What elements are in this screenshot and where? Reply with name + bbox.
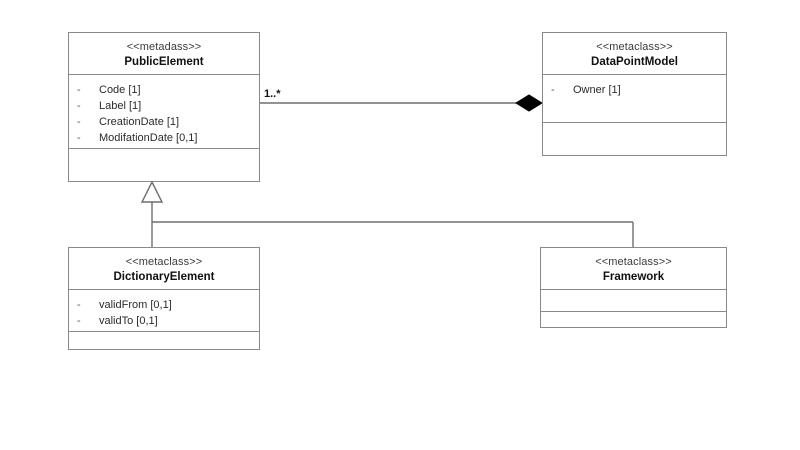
attribute-visibility: - (77, 299, 81, 311)
attribute-label: validFrom [0,1] (99, 299, 172, 311)
class-name: DataPointModel (591, 56, 678, 68)
attribute-row: - Owner [1] (543, 82, 726, 98)
attribute-label: Label [1] (99, 100, 142, 112)
class-header-data-point-model: <<metaclass>> DataPointModel (543, 33, 726, 75)
attribute-visibility: - (77, 132, 81, 144)
attribute-row: - ModifationDate [0,1] (69, 130, 259, 146)
attribute-label: ModifationDate [0,1] (99, 132, 198, 144)
class-name: Framework (602, 271, 665, 283)
class-header-public-element: <<metadass>> PublicElement (69, 33, 259, 75)
uml-class-dictionary-element[interactable]: <<metaclass>> DictionaryElement - validF… (68, 247, 260, 350)
class-operations-dictionary-element (69, 332, 259, 356)
class-attributes-data-point-model: - Owner [1] (543, 75, 726, 123)
class-attributes-public-element: - Code [1] - Label [1] - CreationDate [1… (69, 75, 259, 149)
class-header-framework: <<metaclass>> Framework (541, 248, 726, 290)
uml-class-public-element[interactable]: <<metadass>> PublicElement - Code [1] - … (68, 32, 260, 182)
class-header-dictionary-element: <<metaclass>> DictionaryElement (69, 248, 259, 290)
attribute-visibility: - (77, 84, 81, 96)
attribute-visibility: - (77, 116, 81, 128)
class-name: DictionaryElement (113, 271, 215, 283)
attribute-row: - CreationDate [1] (69, 114, 259, 130)
class-attributes-dictionary-element: - validFrom [0,1] - validTo [0,1] (69, 290, 259, 332)
class-name: PublicElement (124, 56, 204, 68)
class-operations-public-element (69, 149, 259, 173)
attribute-label: Owner [1] (573, 84, 621, 96)
attribute-visibility: - (77, 315, 81, 327)
attribute-label: CreationDate [1] (99, 116, 180, 128)
multiplicity-label-source: 1..* (264, 88, 281, 100)
class-attributes-framework (541, 290, 726, 312)
attribute-label: validTo [0,1] (99, 315, 158, 327)
class-stereotype: <<metaclass>> (125, 256, 203, 268)
class-operations-framework (541, 312, 726, 336)
generalization-triangle-icon (140, 180, 164, 203)
attribute-row: - validTo [0,1] (69, 313, 259, 329)
attribute-row: - validFrom [0,1] (69, 297, 259, 313)
attribute-row: - Code [1] (69, 82, 259, 98)
attribute-row: - Label [1] (69, 98, 259, 114)
generalization-edge[interactable] (140, 180, 634, 247)
uml-class-framework[interactable]: <<metaclass>> Framework (540, 247, 727, 328)
attribute-visibility: - (77, 100, 81, 112)
composition-edge[interactable] (260, 94, 543, 112)
attribute-visibility: - (551, 84, 555, 96)
class-stereotype: <<metadass>> (126, 41, 202, 53)
class-stereotype: <<metaclass>> (596, 41, 673, 53)
class-stereotype: <<metaclass>> (595, 256, 672, 268)
class-operations-data-point-model (543, 123, 726, 147)
composition-diamond-icon (515, 94, 543, 112)
attribute-label: Code [1] (99, 84, 141, 96)
uml-class-data-point-model[interactable]: <<metaclass>> DataPointModel - Owner [1] (542, 32, 727, 156)
